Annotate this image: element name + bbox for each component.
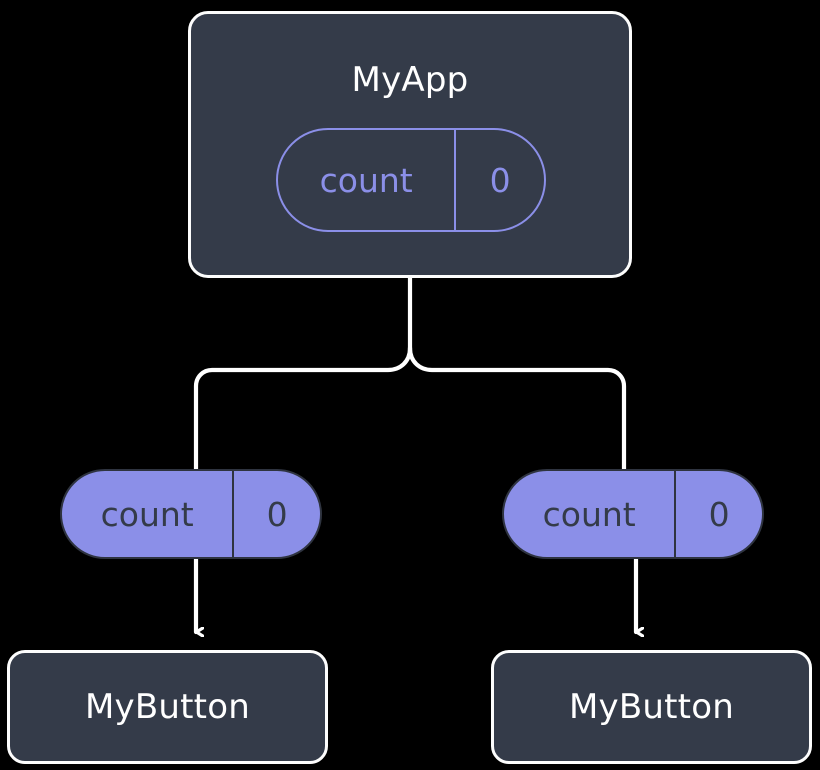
node-myapp-label: MyApp: [351, 60, 469, 100]
state-pill-child-left[interactable]: count 0: [60, 469, 322, 559]
connector-root-fork: [193, 275, 627, 472]
node-mybutton-right-label: MyButton: [569, 687, 734, 727]
state-pill-myapp[interactable]: count 0: [276, 128, 546, 232]
node-mybutton-left-label: MyButton: [85, 687, 250, 727]
state-pill-child-left-key: count: [100, 494, 194, 534]
state-pill-child-left-value: 0: [232, 471, 320, 557]
state-pill-child-right[interactable]: count 0: [502, 469, 764, 559]
node-mybutton-left[interactable]: MyButton: [7, 650, 328, 764]
node-mybutton-right[interactable]: MyButton: [491, 650, 812, 764]
state-pill-myapp-key: count: [319, 160, 413, 200]
state-pill-child-right-key: count: [542, 494, 636, 534]
connector-state-arrows: [193, 556, 636, 632]
state-pill-myapp-value: 0: [454, 130, 544, 230]
state-pill-child-right-value: 0: [674, 471, 762, 557]
